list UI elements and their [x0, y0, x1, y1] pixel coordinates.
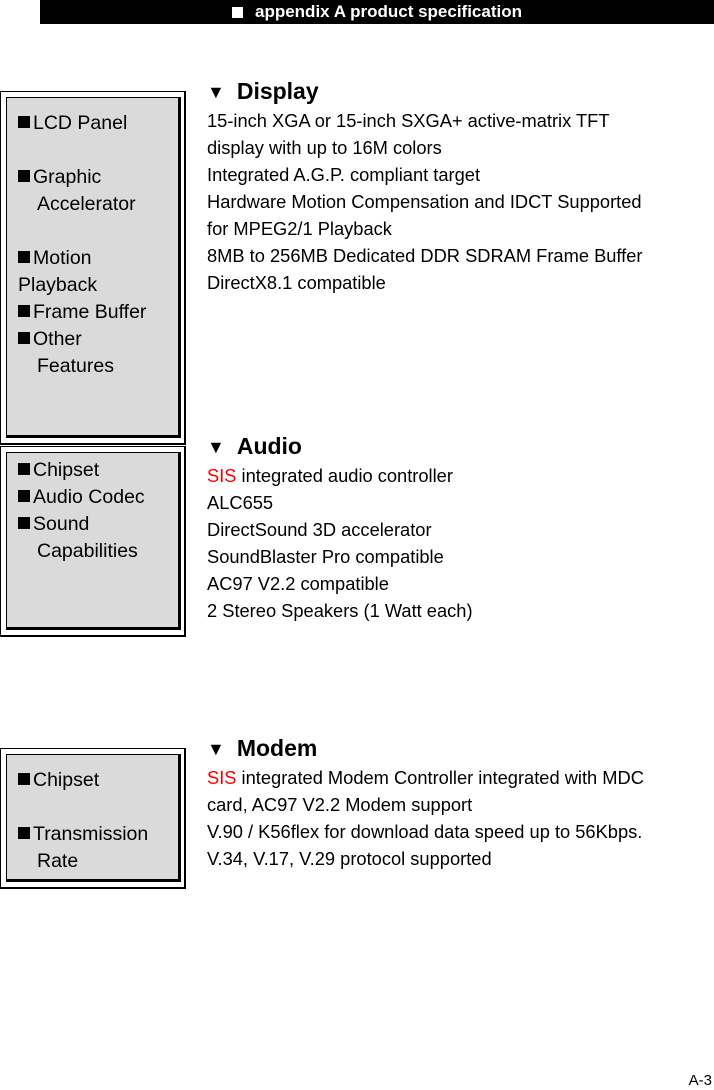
white-square-icon	[232, 6, 243, 18]
display-line: for MPEG2/1 Playback	[207, 218, 392, 239]
audio-line: AC97 V2.2 compatible	[207, 573, 389, 594]
audio-sidebar-panel: Chipset Audio Codec Sound Capabilities	[6, 452, 181, 630]
audio-line: ALC655	[207, 492, 274, 513]
audio-line: SoundBlaster Pro compatible	[207, 546, 444, 567]
sidebar-item-chipset: Chipset	[18, 457, 99, 484]
modem-line: card, AC97 V2.2 Modem support	[207, 794, 473, 815]
down-triangle-icon: ▼	[207, 82, 225, 102]
display-line: DirectX8.1 compatible	[207, 272, 386, 293]
bullet-icon	[18, 490, 30, 502]
sidebar-item-transmission: Transmission	[18, 821, 148, 848]
audio-line: 2 Stereo Speakers (1 Watt each)	[207, 600, 473, 621]
modem-heading: ▼Modem	[207, 735, 318, 761]
display-section: ▼Display 15-inch XGA or 15-inch SXGA+ ac…	[207, 77, 714, 296]
display-sidebar-panel: LCD Panel Graphic Accelerator Motion Pla…	[6, 97, 181, 438]
modem-sidebar-panel: Chipset Transmission Rate	[6, 754, 181, 882]
sidebar-item-features: Features	[37, 355, 114, 377]
modem-section: ▼Modem SIS integrated Modem Controller i…	[207, 734, 714, 872]
display-line: 8MB to 256MB Dedicated DDR SDRAM Frame B…	[207, 245, 643, 266]
sidebar-item-rate: Rate	[37, 850, 79, 872]
bullet-icon	[18, 170, 30, 182]
sidebar-item-audio-codec: Audio Codec	[18, 484, 145, 511]
modem-sidebar-frame: Chipset Transmission Rate	[0, 748, 186, 889]
audio-heading: ▼Audio	[207, 433, 302, 459]
sidebar-item-frame-buffer: Frame Buffer	[18, 299, 146, 326]
bullet-icon	[18, 251, 30, 263]
audio-section: ▼Audio SIS integrated audio controller A…	[207, 432, 714, 624]
sidebar-item-capabilities: Capabilities	[37, 540, 138, 562]
page-number: A-3	[688, 1072, 712, 1089]
sidebar-item-other: Other	[18, 326, 82, 353]
sidebar-item-accelerator: Accelerator	[37, 193, 136, 215]
bullet-icon	[18, 827, 30, 839]
sidebar-item-playback: Playback	[18, 274, 98, 296]
sidebar-item-lcd-panel: LCD Panel	[18, 110, 127, 137]
sis-brand: SIS	[207, 767, 237, 788]
display-heading: ▼Display	[207, 78, 319, 104]
display-sidebar-frame: LCD Panel Graphic Accelerator Motion Pla…	[0, 91, 186, 445]
modem-line: SIS integrated Modem Controller integrat…	[207, 767, 644, 788]
display-line: 15-inch XGA or 15-inch SXGA+ active-matr…	[207, 110, 610, 131]
bullet-icon	[18, 116, 30, 128]
audio-line: SIS integrated audio controller	[207, 465, 453, 486]
display-line: Hardware Motion Compensation and IDCT Su…	[207, 191, 642, 212]
header-title: appendix A product specification	[255, 2, 522, 21]
display-line: display with up to 16M colors	[207, 137, 442, 158]
audio-sidebar-frame: Chipset Audio Codec Sound Capabilities	[0, 446, 186, 637]
appendix-header-bar: appendix A product specification	[40, 0, 714, 24]
audio-line: DirectSound 3D accelerator	[207, 519, 432, 540]
sidebar-item-motion: Motion	[18, 245, 92, 272]
down-triangle-icon: ▼	[207, 739, 225, 759]
sidebar-item-chipset: Chipset	[18, 767, 99, 794]
bullet-icon	[18, 463, 30, 475]
bullet-icon	[18, 773, 30, 785]
sidebar-item-graphic: Graphic	[18, 164, 101, 191]
modem-line: V.34, V.17, V.29 protocol supported	[207, 848, 492, 869]
sis-brand: SIS	[207, 465, 237, 486]
bullet-icon	[18, 332, 30, 344]
modem-line: V.90 / K56flex for download data speed u…	[207, 821, 643, 842]
down-triangle-icon: ▼	[207, 437, 225, 457]
bullet-icon	[18, 305, 30, 317]
display-line: Integrated A.G.P. compliant target	[207, 164, 481, 185]
sidebar-item-sound: Sound	[18, 511, 89, 538]
bullet-icon	[18, 517, 30, 529]
